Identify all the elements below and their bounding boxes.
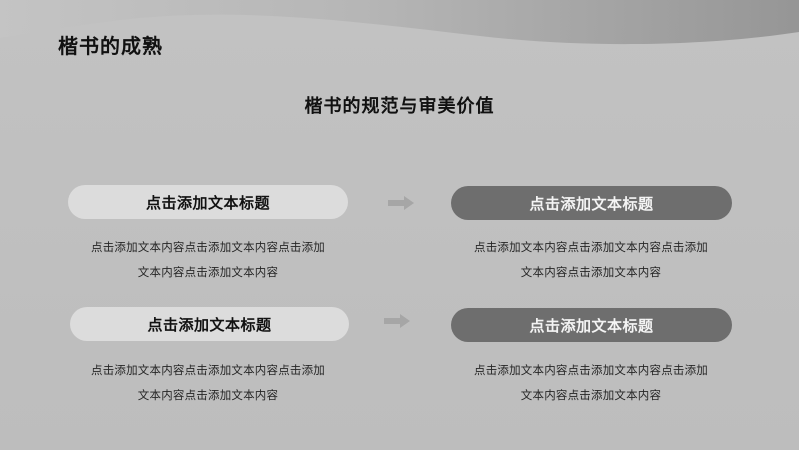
row2-left-heading[interactable]: 点击添加文本标题 [70, 307, 349, 341]
slide-title: 楷书的成熟 [58, 34, 163, 58]
row1-right-line1: 点击添加文本内容点击添加文本内容点击添加 [474, 240, 708, 254]
row2-right-line2: 文本内容点击添加文本内容 [520, 388, 662, 402]
row1-right-description: 点击添加文本内容点击添加文本内容点击添加 文本内容点击添加文本内容 [451, 235, 731, 285]
row1-left-line1: 点击添加文本内容点击添加文本内容点击添加 [91, 240, 325, 254]
row2-right-line1: 点击添加文本内容点击添加文本内容点击添加 [474, 363, 708, 377]
row2-right-description: 点击添加文本内容点击添加文本内容点击添加 文本内容点击添加文本内容 [451, 358, 731, 408]
arrow-right-icon [388, 196, 414, 210]
row2-left-description: 点击添加文本内容点击添加文本内容点击添加 文本内容点击添加文本内容 [68, 358, 348, 408]
row1-left-line2: 文本内容点击添加文本内容 [137, 265, 279, 279]
arrow-right-icon [384, 314, 410, 328]
top-wave-decoration [0, 0, 799, 45]
slide-subtitle: 楷书的规范与审美价值 [304, 96, 495, 117]
row1-right-heading[interactable]: 点击添加文本标题 [451, 186, 732, 220]
row1-left-description: 点击添加文本内容点击添加文本内容点击添加 文本内容点击添加文本内容 [68, 235, 348, 285]
row1-left-heading[interactable]: 点击添加文本标题 [68, 185, 348, 219]
row2-left-line1: 点击添加文本内容点击添加文本内容点击添加 [91, 363, 325, 377]
row2-right-heading[interactable]: 点击添加文本标题 [451, 308, 732, 342]
row1-right-line2: 文本内容点击添加文本内容 [520, 265, 662, 279]
row2-left-line2: 文本内容点击添加文本内容 [137, 388, 279, 402]
